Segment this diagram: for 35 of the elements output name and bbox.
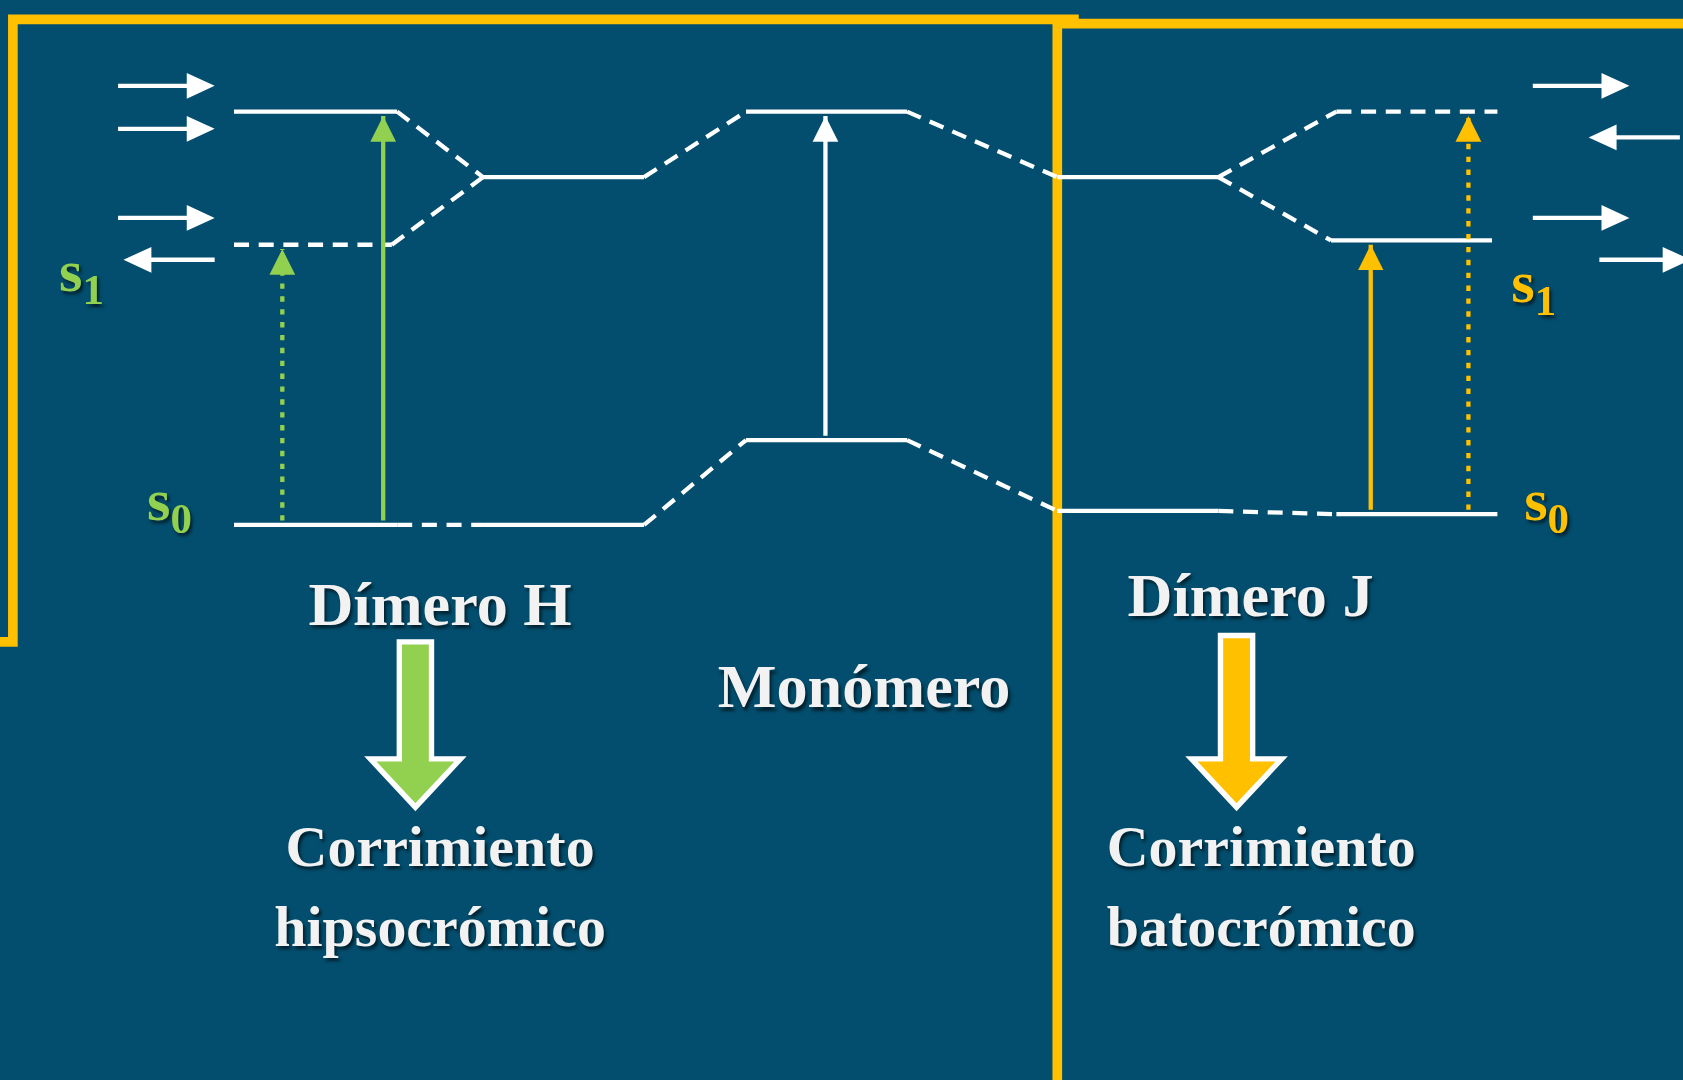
state-label: s$_{0}$	[1524, 466, 1570, 545]
monomer-label: Monómero	[665, 649, 1063, 725]
energy-level	[234, 520, 398, 530]
state-label: s$_{1}$	[1511, 249, 1557, 327]
shift-label: Corrimiento hipsocrómico	[203, 807, 677, 969]
connector-line	[390, 175, 485, 247]
energy-level	[746, 107, 907, 116]
block-arrow	[1185, 632, 1288, 812]
connector-line	[1217, 109, 1338, 179]
energy-level	[234, 107, 398, 116]
dashed-energy-level	[1336, 107, 1498, 116]
energy-level	[746, 435, 907, 445]
energy-level	[1057, 172, 1219, 182]
transition-arrow	[1455, 115, 1482, 510]
energy-level	[1057, 506, 1219, 516]
connector-line	[395, 109, 485, 179]
transition-arrow	[812, 115, 839, 436]
state-label: s$_{0}$	[147, 466, 192, 545]
energy-level	[483, 520, 645, 530]
energy-level	[1336, 509, 1498, 519]
dimer-label: Dímero H	[268, 566, 612, 642]
energy-level	[483, 172, 645, 182]
connector-line	[1217, 175, 1333, 243]
transition-arrow	[370, 115, 397, 521]
block-arrow	[364, 639, 467, 812]
dimer-label: Dímero J	[1084, 558, 1417, 636]
energy-level	[1331, 236, 1493, 245]
transition-arrow	[269, 249, 296, 521]
transition-arrow	[1357, 244, 1384, 510]
connector-line	[906, 109, 1059, 180]
state-label: s$_{1}$	[59, 238, 104, 316]
dashed-energy-level	[234, 240, 392, 250]
connector-line	[397, 522, 484, 528]
connector-line	[642, 438, 748, 527]
shift-label: Corrimiento batocrómico	[1035, 807, 1487, 969]
